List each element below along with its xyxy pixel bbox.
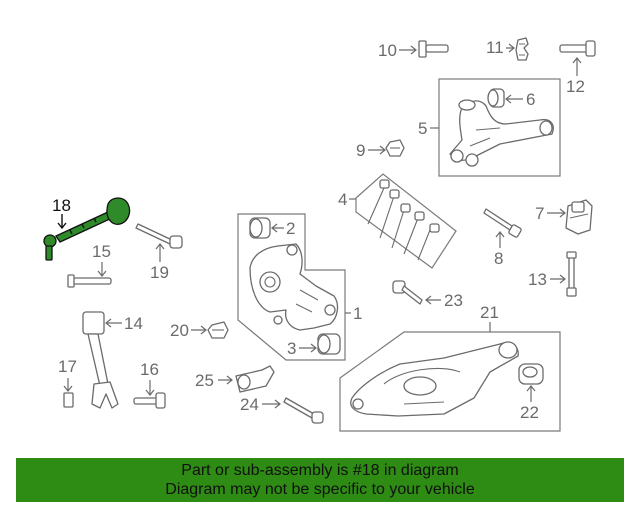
leader-12 bbox=[572, 57, 582, 76]
callout-14[interactable]: 14 bbox=[124, 314, 143, 333]
leader-7 bbox=[547, 208, 566, 218]
leader-22 bbox=[526, 385, 536, 402]
callout-20[interactable]: 20 bbox=[170, 321, 189, 340]
leader-13 bbox=[550, 274, 566, 284]
callout-16[interactable]: 16 bbox=[140, 360, 159, 379]
callout-12[interactable]: 12 bbox=[566, 77, 585, 96]
part-14-trailing-link[interactable] bbox=[82, 311, 119, 409]
leader-16 bbox=[145, 380, 155, 396]
callout-2[interactable]: 2 bbox=[286, 219, 295, 238]
leader-23 bbox=[425, 295, 441, 305]
info-banner: Part or sub-assembly is #18 in diagram D… bbox=[16, 458, 624, 502]
leader-24 bbox=[262, 399, 281, 409]
part-15-bolt[interactable] bbox=[67, 274, 112, 288]
part-9-nut[interactable] bbox=[385, 139, 405, 157]
part-5-upper-arm[interactable] bbox=[449, 99, 554, 167]
part-12-bolt[interactable] bbox=[559, 40, 596, 57]
part-25-bracket[interactable] bbox=[235, 365, 275, 393]
leader-25 bbox=[218, 375, 233, 385]
part-23-bolt[interactable] bbox=[392, 280, 423, 305]
part-13-bolt[interactable] bbox=[566, 251, 577, 297]
callout-1[interactable]: 1 bbox=[353, 304, 362, 323]
callout-9[interactable]: 9 bbox=[356, 141, 365, 160]
part-19-bolt[interactable] bbox=[135, 223, 183, 249]
part-20-nut[interactable] bbox=[207, 321, 229, 339]
part-4-bolt-set[interactable] bbox=[367, 179, 440, 261]
leader-10 bbox=[399, 45, 417, 55]
leader-19 bbox=[155, 243, 165, 262]
callout-18[interactable]: 18 bbox=[52, 196, 71, 215]
part-11-clip[interactable] bbox=[515, 37, 529, 61]
leader-15 bbox=[97, 262, 107, 277]
callout-5[interactable]: 5 bbox=[418, 119, 427, 138]
leader-8 bbox=[495, 231, 505, 248]
parts-diagram: 10 11 12 5 6 9 bbox=[43, 37, 596, 432]
part-21-lower-arm[interactable] bbox=[350, 341, 519, 417]
leader-14 bbox=[105, 318, 122, 328]
callout-25[interactable]: 25 bbox=[195, 371, 214, 390]
part-22-bushing[interactable] bbox=[518, 363, 544, 385]
group-box-4 bbox=[355, 173, 457, 269]
callout-10[interactable]: 10 bbox=[378, 41, 397, 60]
callout-19[interactable]: 19 bbox=[150, 263, 169, 282]
callout-7[interactable]: 7 bbox=[535, 204, 544, 223]
part-3-bushing[interactable] bbox=[317, 333, 341, 355]
callout-21[interactable]: 21 bbox=[480, 303, 499, 322]
group-box-21 bbox=[339, 331, 561, 432]
part-18-end-link[interactable] bbox=[43, 197, 131, 261]
leader-20 bbox=[191, 325, 207, 335]
part-6-bushing[interactable] bbox=[487, 88, 505, 108]
part-7-bushing[interactable] bbox=[565, 199, 593, 235]
group-box-1 bbox=[237, 213, 346, 361]
part-24-bolt[interactable] bbox=[283, 397, 324, 424]
callout-11[interactable]: 11 bbox=[486, 38, 504, 57]
leader-9 bbox=[368, 145, 386, 155]
leader-6 bbox=[505, 94, 523, 104]
callout-3[interactable]: 3 bbox=[287, 339, 296, 358]
leader-2 bbox=[271, 223, 284, 233]
callout-17[interactable]: 17 bbox=[58, 357, 77, 376]
callout-15[interactable]: 15 bbox=[92, 242, 111, 261]
leader-17 bbox=[63, 378, 73, 392]
callout-22[interactable]: 22 bbox=[520, 403, 539, 422]
part-1-knuckle[interactable] bbox=[249, 243, 339, 331]
leader-18 bbox=[57, 214, 67, 230]
callout-23[interactable]: 23 bbox=[444, 291, 463, 310]
part-10-bolt[interactable] bbox=[418, 40, 449, 58]
callout-4[interactable]: 4 bbox=[338, 190, 347, 209]
part-17-clip[interactable] bbox=[63, 392, 74, 408]
callout-6[interactable]: 6 bbox=[526, 90, 535, 109]
banner-line-1: Part or sub-assembly is #18 in diagram bbox=[181, 462, 459, 479]
part-2-bushing[interactable] bbox=[249, 217, 271, 239]
part-16-bolt[interactable] bbox=[133, 392, 166, 409]
callout-24[interactable]: 24 bbox=[240, 395, 259, 414]
callout-8[interactable]: 8 bbox=[494, 249, 503, 268]
part-8-bolt[interactable] bbox=[483, 208, 522, 238]
banner-line-2: Diagram may not be specific to your vehi… bbox=[165, 481, 475, 498]
leader-3 bbox=[299, 343, 317, 353]
leader-11 bbox=[506, 43, 515, 53]
callout-13[interactable]: 13 bbox=[528, 270, 547, 289]
